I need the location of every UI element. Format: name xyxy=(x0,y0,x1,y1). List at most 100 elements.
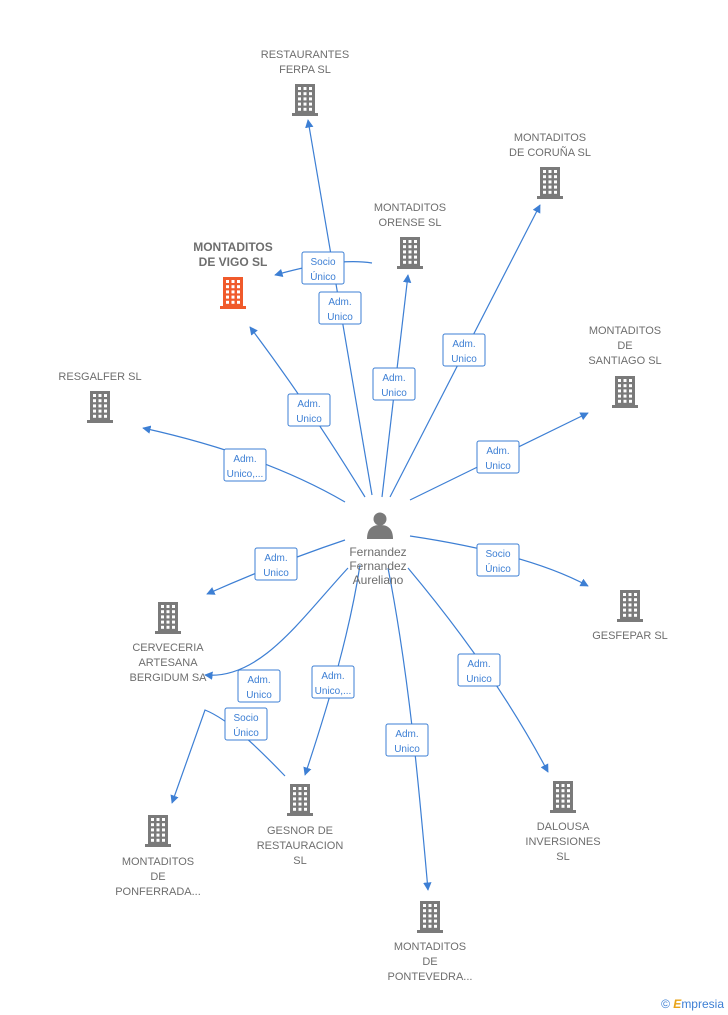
relation-label: Adm. xyxy=(395,729,418,740)
svg-text:INVERSIONES: INVERSIONES xyxy=(525,836,600,848)
svg-text:PONTEVEDRA...: PONTEVEDRA... xyxy=(388,971,473,983)
edges-layer xyxy=(142,119,589,891)
company-label-orense[interactable]: MONTADITOS ORENSE SL xyxy=(374,202,446,229)
relation-label: Unico xyxy=(327,312,353,323)
company-label-pontevedra[interactable]: MONTADITOSDEPONTEVEDRA... xyxy=(388,941,473,983)
brand-name: mpresia xyxy=(681,997,724,1011)
svg-text:SANTIAGO SL: SANTIAGO SL xyxy=(588,355,661,367)
svg-text:DE: DE xyxy=(422,956,437,968)
relation-label: Adm. xyxy=(328,297,351,308)
svg-text:PONFERRADA...: PONFERRADA... xyxy=(115,886,201,898)
svg-text:RESTAURANTES: RESTAURANTES xyxy=(261,49,349,61)
svg-text:Aureliano: Aureliano xyxy=(353,573,404,587)
relation-label: Unico,... xyxy=(227,469,264,480)
relation-label: Unico xyxy=(451,354,477,365)
relation-badge-resgalfer[interactable]: Adm. Unico,... xyxy=(223,448,267,482)
svg-text:MONTADITOS: MONTADITOS xyxy=(122,856,194,868)
svg-text:Fernandez: Fernandez xyxy=(349,559,406,573)
relation-label: Unico xyxy=(381,388,407,399)
relation-badge-vigo[interactable]: Adm. Unico xyxy=(287,393,331,427)
relation-label: Adm. xyxy=(467,659,490,670)
relation-badge-ferpa[interactable]: Adm. Unico xyxy=(318,291,362,325)
svg-text:MONTADITOS: MONTADITOS xyxy=(514,132,586,144)
relation-label: Adm. xyxy=(321,671,344,682)
company-label-gesfepar[interactable]: GESFEPAR SL xyxy=(592,630,668,642)
svg-text:CERVECERIA: CERVECERIA xyxy=(132,642,204,654)
relation-label: Socio xyxy=(485,549,510,560)
svg-text:BERGIDUM SA: BERGIDUM SA xyxy=(129,672,207,684)
building-icon[interactable] xyxy=(617,590,643,622)
footer-brand: © Empresia xyxy=(661,997,724,1011)
svg-text:ARTESANA: ARTESANA xyxy=(138,657,198,669)
relation-badge-santiago[interactable]: Adm.Unico xyxy=(476,440,520,474)
relation-badge-coruna[interactable]: Adm. Unico xyxy=(442,333,486,367)
company-label-resgalfer[interactable]: RESGALFER SL xyxy=(58,371,141,383)
relation-label: Adm. xyxy=(452,339,475,350)
svg-text:MONTADITOS: MONTADITOS xyxy=(193,240,273,254)
svg-text:DE: DE xyxy=(150,871,165,883)
building-icon[interactable] xyxy=(155,602,181,634)
building-icon[interactable] xyxy=(292,84,318,116)
relation-label: Adm. xyxy=(382,373,405,384)
relation-label: Socio xyxy=(233,713,258,724)
building-icon[interactable] xyxy=(397,237,423,269)
svg-text:RESGALFER SL: RESGALFER SL xyxy=(58,371,141,383)
relation-label: Unico xyxy=(296,414,322,425)
relation-label: Unico,... xyxy=(315,686,352,697)
svg-text:ORENSE SL: ORENSE SL xyxy=(379,217,442,229)
brand-initial: E xyxy=(673,997,682,1011)
building-icon[interactable] xyxy=(417,901,443,933)
relation-label: Adm. xyxy=(486,446,509,457)
relation-label: Adm. xyxy=(247,675,270,686)
person-icon[interactable] xyxy=(367,512,393,540)
company-label-ponferrada[interactable]: MONTADITOS DE PONFERRADA... xyxy=(115,856,201,898)
svg-text:SL: SL xyxy=(556,851,569,863)
building-icon[interactable] xyxy=(550,781,576,813)
relation-badge-bergidum[interactable]: Adm. Unico xyxy=(254,547,298,581)
svg-text:DE: DE xyxy=(617,340,632,352)
relation-label: Unico xyxy=(466,674,492,685)
svg-text:Fernandez: Fernandez xyxy=(349,545,406,559)
building-icon[interactable] xyxy=(87,391,113,423)
relation-label: Unico xyxy=(263,568,289,579)
relation-label: Único xyxy=(310,270,336,283)
relation-badge-pontevedra[interactable]: Adm. Unico xyxy=(385,723,429,757)
building-icon[interactable] xyxy=(612,376,638,408)
building-icon[interactable] xyxy=(220,277,246,309)
relation-badge-gesnor[interactable]: Adm. Unico,... xyxy=(311,665,355,699)
relation-badge-dalousa[interactable]: Adm. Unico xyxy=(457,653,501,687)
relation-badge-bergidum[interactable]: Adm.Unico xyxy=(237,669,281,703)
relation-label: Adm. xyxy=(233,454,256,465)
svg-text:SL: SL xyxy=(293,855,306,867)
svg-text:GESNOR DE: GESNOR DE xyxy=(267,825,333,837)
relations-layer: Adm.UnicoSocioÚnicoAdm.UnicoAdm.UnicoAdm… xyxy=(223,251,520,757)
relation-label: Único xyxy=(485,562,511,575)
svg-text:GESFEPAR SL: GESFEPAR SL xyxy=(592,630,668,642)
svg-text:RESTAURACION: RESTAURACION xyxy=(257,840,344,852)
building-icon[interactable] xyxy=(537,167,563,199)
building-icon[interactable] xyxy=(145,815,171,847)
svg-text:MONTADITOS: MONTADITOS xyxy=(374,202,446,214)
relation-label: Unico xyxy=(394,744,420,755)
edge-bergidum xyxy=(204,567,349,680)
copyright-symbol: © xyxy=(661,997,670,1011)
building-icon[interactable] xyxy=(287,784,313,816)
relation-label: Único xyxy=(233,726,259,739)
svg-text:DE VIGO SL: DE VIGO SL xyxy=(199,255,268,269)
relation-label: Adm. xyxy=(264,553,287,564)
relation-badge-orense[interactable]: Adm. Unico xyxy=(372,367,416,401)
company-label-bergidum[interactable]: CERVECERIA ARTESANA BERGIDUM SA xyxy=(129,642,207,684)
company-label-gesnor[interactable]: GESNOR DE RESTAURACION SL xyxy=(257,825,344,867)
relation-label: Adm. xyxy=(297,399,320,410)
